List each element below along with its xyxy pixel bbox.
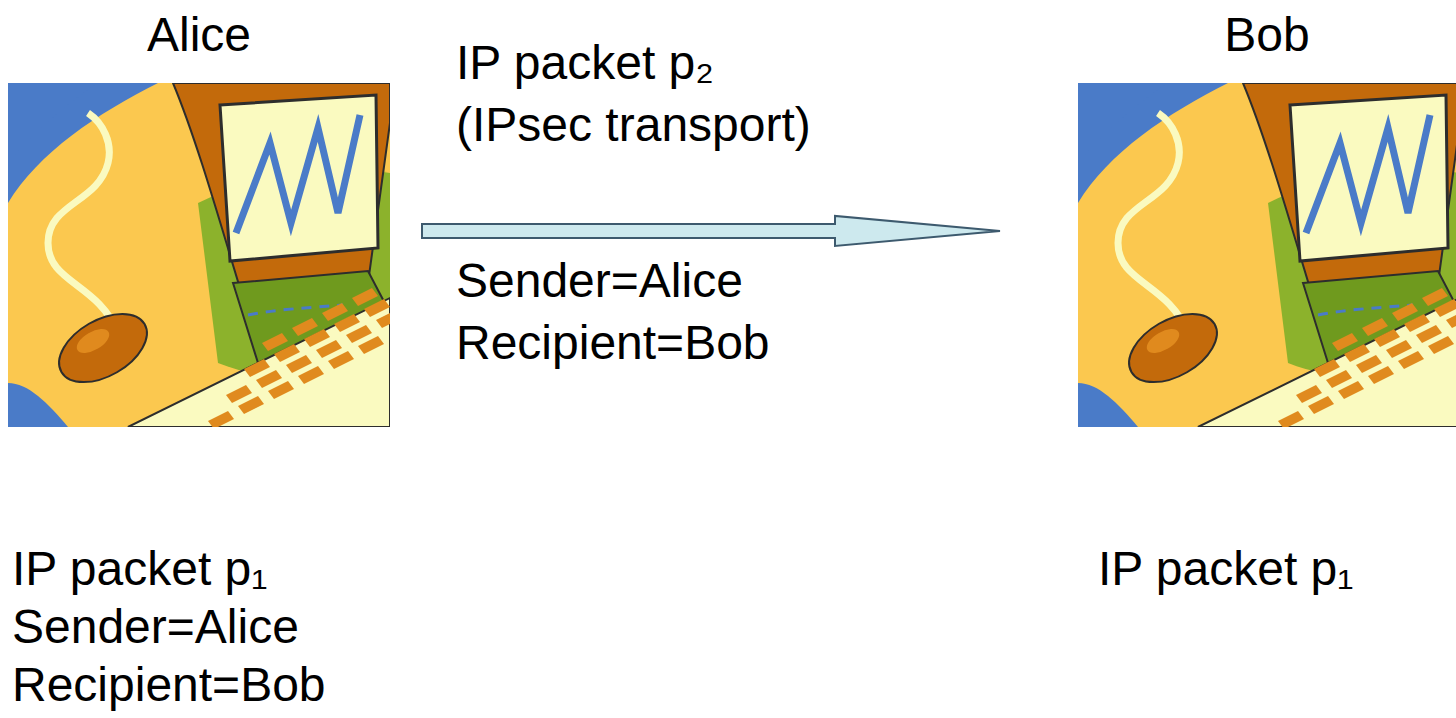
edge-label: IP packet p₂ (IPsec transport) <box>456 32 836 156</box>
node-heading: Alice <box>8 7 390 63</box>
block-arrow <box>422 216 1000 246</box>
packet-label: IP packet p₁ <box>1098 540 1353 598</box>
node-heading: Bob <box>1078 7 1456 63</box>
alice-computer <box>8 83 402 429</box>
computer-node: Alice <box>8 83 390 427</box>
bob-computer <box>1078 83 1456 429</box>
computer-node: Bob <box>1078 83 1456 427</box>
packet-label: Sender=Alice Recipient=Bob <box>456 250 796 374</box>
packet-label: IP packet p₁ Sender=Alice Recipient=Bob <box>12 540 342 714</box>
